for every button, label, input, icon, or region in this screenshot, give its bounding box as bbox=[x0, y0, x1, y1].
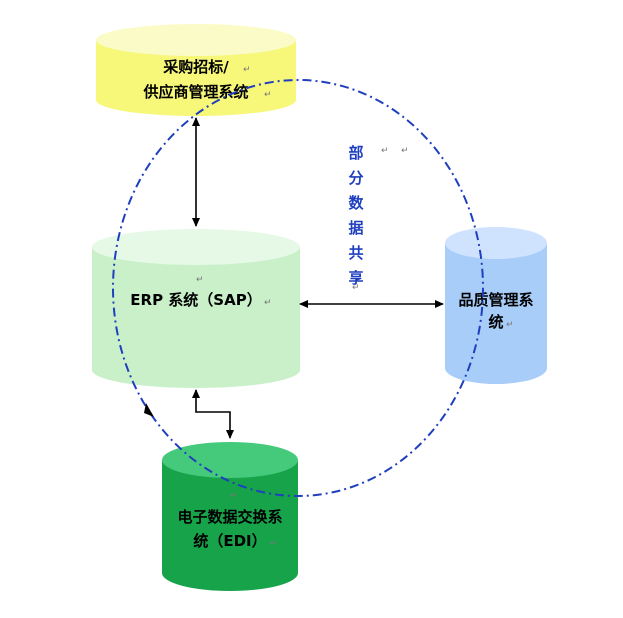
procurement-system-node: 采购招标/ 供应商管理系统 bbox=[96, 24, 296, 116]
return-mark-icon: ↵ bbox=[352, 283, 360, 293]
quality-cylinder-body bbox=[445, 243, 547, 384]
edi-system-node: 电子数据交换系 统（EDI） bbox=[162, 442, 298, 591]
return-mark-icon: ↵ bbox=[401, 146, 409, 156]
return-mark-icon: ↵ bbox=[381, 146, 389, 156]
erp-label: ERP 系统（SAP） bbox=[130, 291, 261, 309]
procurement-cylinder-body bbox=[96, 40, 296, 116]
erp-edi-arrow bbox=[192, 389, 234, 439]
return-mark-icon: ↵ bbox=[264, 90, 272, 100]
return-mark-icon: ↵ bbox=[230, 491, 238, 501]
shared-char-4: 据 bbox=[348, 219, 363, 237]
erp-cylinder-top bbox=[92, 229, 300, 265]
edi-label-line1: 电子数据交换系 bbox=[177, 508, 282, 526]
return-mark-icon: ↵ bbox=[270, 539, 278, 549]
return-mark-icon: ↵ bbox=[506, 320, 514, 330]
return-mark-icon: ↵ bbox=[264, 298, 272, 308]
quality-cylinder-top bbox=[445, 227, 547, 259]
return-mark-icon: ↵ bbox=[243, 65, 251, 75]
erp-cylinder-body bbox=[92, 247, 300, 388]
shared-data-label: 部 分 数 据 共 享 bbox=[348, 144, 364, 287]
procurement-label-line2: 供应商管理系统 bbox=[142, 83, 248, 101]
return-mark-icon: ↵ bbox=[196, 275, 204, 285]
edi-cylinder-top bbox=[162, 442, 298, 478]
shared-char-1: 部 bbox=[348, 144, 363, 162]
erp-system-node: ERP 系统（SAP） bbox=[92, 229, 300, 388]
ellipse-arrowhead-icon bbox=[144, 403, 154, 417]
quality-label-line2: 统 bbox=[488, 313, 503, 331]
shared-char-5: 共 bbox=[348, 244, 363, 262]
edi-label-line2: 统（EDI） bbox=[193, 532, 266, 550]
shared-char-6: 享 bbox=[348, 269, 363, 287]
shared-char-2: 分 bbox=[348, 169, 363, 187]
shared-data-boundary bbox=[112, 79, 484, 497]
procurement-cylinder-top bbox=[96, 24, 296, 56]
quality-system-node: 品质管理系 统 bbox=[445, 227, 547, 384]
quality-label-line1: 品质管理系 bbox=[458, 291, 533, 309]
shared-char-3: 数 bbox=[348, 194, 364, 212]
procurement-label-line1: 采购招标/ bbox=[162, 58, 229, 76]
